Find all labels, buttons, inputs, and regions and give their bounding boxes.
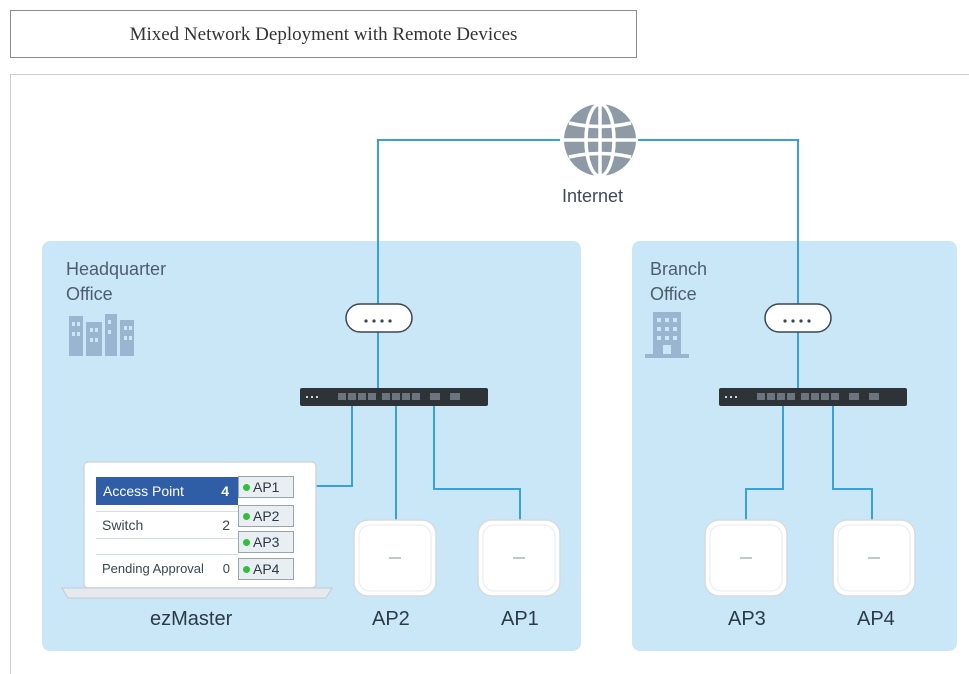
ezmaster-panel: Access Point 4 Switch 2 Pending Approval…	[96, 474, 316, 586]
access-point-icon-ap1	[477, 519, 561, 597]
ezmaster-ap-label: AP1	[253, 479, 280, 495]
status-dot-icon	[243, 538, 250, 546]
device-label-ap1: AP1	[501, 608, 539, 630]
status-dot-icon	[243, 483, 250, 491]
router-icon-branch	[764, 303, 832, 333]
link-switch-ezmaster	[314, 405, 353, 487]
headquarter-title-line1: Headquarter	[66, 259, 167, 279]
link-branch-switch-ap3	[745, 405, 784, 520]
ezmaster-ap-label: AP2	[253, 508, 280, 524]
ezmaster-ap-item[interactable]: AP2	[238, 505, 294, 527]
link-internet-hq	[377, 139, 560, 308]
device-label-ap2: AP2	[372, 608, 410, 630]
ezmaster-row-pending-approval[interactable]: Pending Approval 0	[96, 554, 238, 582]
ezmaster-ap-label: AP4	[253, 561, 280, 577]
diagram-frame	[10, 74, 969, 674]
ezmaster-row-count: 4	[221, 483, 229, 499]
globe-icon	[564, 102, 636, 178]
link-internet-branch	[638, 139, 799, 308]
access-point-icon-ap4	[832, 519, 916, 597]
ezmaster-row-label: Access Point	[103, 483, 184, 499]
link-switch-ap1	[433, 405, 521, 520]
router-icon-hq	[345, 303, 413, 333]
headquarter-title: Headquarter Office	[66, 257, 166, 307]
branch-title: Branch Office	[650, 257, 707, 307]
links	[314, 139, 873, 520]
ezmaster-row-count: 0	[222, 561, 230, 576]
device-label-ap3: AP3	[728, 608, 766, 630]
ezmaster-ap-item[interactable]: AP4	[238, 558, 294, 580]
access-point-icon-ap3	[704, 519, 788, 597]
ezmaster-row-label: Switch	[102, 517, 144, 533]
branch-title-line2: Office	[650, 284, 697, 304]
status-dot-icon	[243, 565, 250, 573]
building-icon-hq	[69, 314, 134, 356]
headquarter-title-line2: Office	[66, 284, 113, 304]
ezmaster-ap-item[interactable]: AP1	[238, 476, 294, 498]
ezmaster-row-switch[interactable]: Switch 2	[96, 511, 238, 539]
status-dot-icon	[243, 512, 250, 520]
ezmaster-row-label: Pending Approval	[102, 561, 204, 576]
internet-label: Internet	[562, 186, 624, 206]
ezmaster-row-count: 2	[222, 517, 230, 533]
switch-icon-hq	[300, 388, 488, 406]
branch-title-line1: Branch	[650, 259, 708, 279]
link-branch-switch-ap4	[832, 405, 873, 520]
building-icon-branch	[645, 312, 689, 358]
device-label-ap4: AP4	[857, 608, 895, 630]
diagram-title-box: Mixed Network Deployment with Remote Dev…	[10, 10, 637, 58]
switch-icon-branch	[719, 388, 907, 406]
ezmaster-row-access-point[interactable]: Access Point 4	[96, 477, 238, 505]
access-point-icon-ap2	[353, 519, 437, 597]
device-label-ezmaster: ezMaster	[150, 608, 233, 630]
ezmaster-ap-label: AP3	[253, 534, 280, 550]
diagram-title: Mixed Network Deployment with Remote Dev…	[129, 24, 518, 45]
ezmaster-ap-item[interactable]: AP3	[238, 531, 294, 553]
